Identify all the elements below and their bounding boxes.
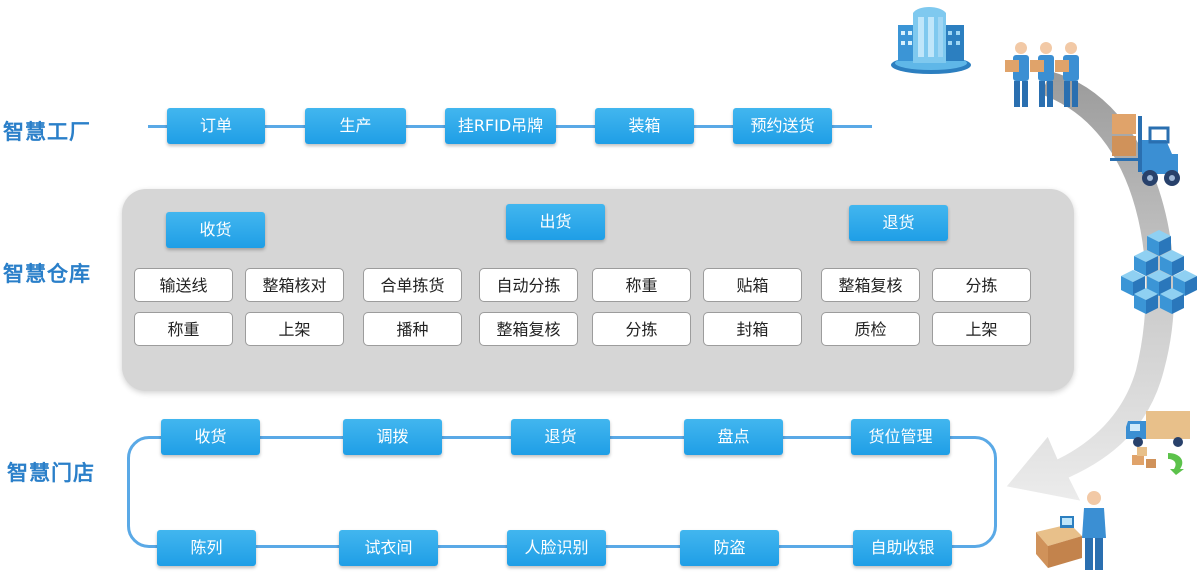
- warehouse-task[interactable]: 质检: [821, 312, 920, 346]
- warehouse-task[interactable]: 分拣: [932, 268, 1031, 302]
- store-step[interactable]: 防盗: [680, 530, 779, 566]
- warehouse-task[interactable]: 合单拣货: [363, 268, 462, 302]
- factory-step[interactable]: 挂RFID吊牌: [445, 108, 556, 144]
- warehouse-label: 智慧仓库: [3, 262, 91, 286]
- warehouse-task[interactable]: 贴箱: [703, 268, 802, 302]
- store-step[interactable]: 调拨: [343, 419, 442, 455]
- delivery-truck-icon: [1126, 411, 1190, 475]
- warehouse-task[interactable]: 输送线: [134, 268, 233, 302]
- cube-stack-icon: [1121, 230, 1197, 314]
- warehouse-task[interactable]: 整箱核对: [245, 268, 344, 302]
- warehouse-task[interactable]: 播种: [363, 312, 462, 346]
- store-step[interactable]: 试衣间: [339, 530, 438, 566]
- store-step[interactable]: 收货: [161, 419, 260, 455]
- warehouse-return-header[interactable]: 退货: [849, 205, 948, 241]
- factory-step[interactable]: 订单: [167, 108, 265, 144]
- office-building-icon: [891, 7, 971, 74]
- warehouse-task[interactable]: 封箱: [703, 312, 802, 346]
- warehouse-task[interactable]: 整箱复核: [479, 312, 578, 346]
- warehouse-task[interactable]: 称重: [592, 268, 691, 302]
- warehouse-task[interactable]: 上架: [245, 312, 344, 346]
- factory-step[interactable]: 生产: [305, 108, 406, 144]
- warehouse-task[interactable]: 自动分拣: [479, 268, 578, 302]
- store-step[interactable]: 货位管理: [851, 419, 950, 455]
- forklift-icon: [1110, 114, 1180, 186]
- warehouse-task[interactable]: 称重: [134, 312, 233, 346]
- warehouse-receive-header[interactable]: 收货: [166, 212, 265, 248]
- warehouse-task[interactable]: 分拣: [592, 312, 691, 346]
- store-label: 智慧门店: [7, 461, 95, 485]
- factory-step[interactable]: 预约送货: [733, 108, 832, 144]
- cashier-icon: [1036, 491, 1106, 570]
- store-step[interactable]: 自助收银: [853, 530, 952, 566]
- warehouse-task[interactable]: 上架: [932, 312, 1031, 346]
- store-step[interactable]: 人脸识别: [507, 530, 606, 566]
- store-step[interactable]: 盘点: [684, 419, 783, 455]
- workers-icon: [1005, 42, 1079, 107]
- factory-step[interactable]: 装箱: [595, 108, 694, 144]
- curved-flow-arrow: [1003, 68, 1177, 504]
- store-step[interactable]: 退货: [511, 419, 610, 455]
- store-step[interactable]: 陈列: [157, 530, 256, 566]
- warehouse-ship-header[interactable]: 出货: [506, 204, 605, 240]
- warehouse-task[interactable]: 整箱复核: [821, 268, 920, 302]
- factory-label: 智慧工厂: [3, 120, 91, 144]
